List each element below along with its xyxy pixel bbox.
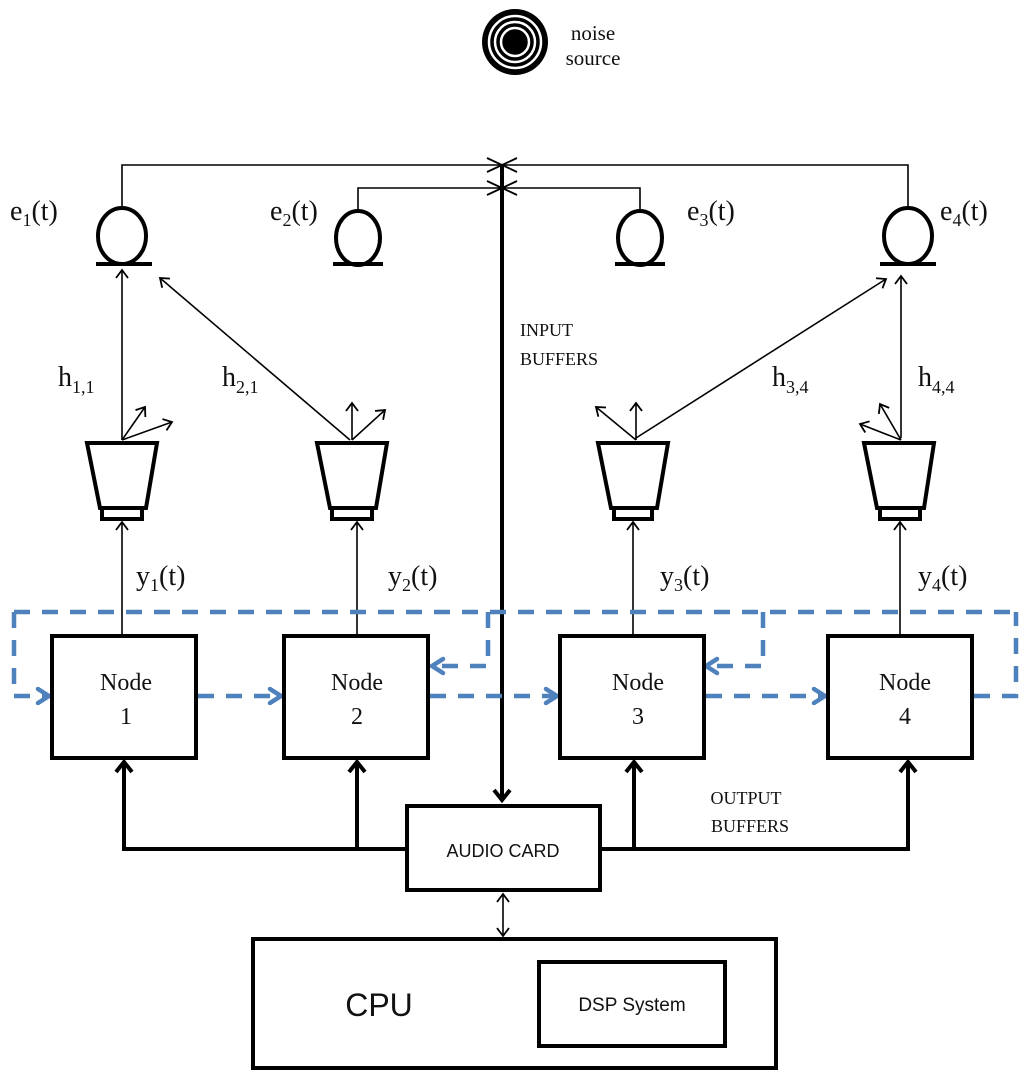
microphone-4: e4(t)	[880, 196, 988, 266]
inner-mic-wire	[357, 187, 641, 210]
mic-label-e4: e4(t)	[940, 196, 988, 230]
path-label-h44: h4,4	[918, 362, 955, 397]
microphone-icon	[882, 206, 934, 266]
loudspeaker-icon	[314, 441, 390, 521]
output-to-node-3	[600, 758, 644, 851]
node-2-label-line1: Node	[331, 670, 383, 696]
node-4: Node 4	[826, 634, 974, 760]
node-3-label-line2: 3	[632, 704, 644, 730]
audio-card-label: AUDIO CARD	[446, 841, 559, 861]
microphone-icon	[96, 206, 148, 266]
audio-card: AUDIO CARD	[405, 804, 602, 892]
microphone-2: e2(t)	[270, 196, 383, 267]
speaker-drive-lines	[121, 596, 901, 636]
output-buffers-label-line1: OUTPUT	[711, 788, 782, 808]
signal-label-y3: y3(t)	[660, 561, 709, 595]
path-label-h34: h3,4	[772, 362, 809, 397]
loudspeaker-1	[84, 405, 174, 596]
node-3-label-line1: Node	[612, 670, 664, 696]
outer-mic-wire	[121, 164, 909, 208]
signal-label-y4: y4(t)	[918, 561, 967, 595]
mic-wiring	[121, 157, 909, 210]
microphone-1: e1(t)	[10, 196, 152, 266]
link-loop-into-node-2	[434, 612, 491, 669]
microphone-icon	[616, 209, 664, 267]
cpu-label: CPU	[345, 987, 413, 1023]
output-buffers-label-line2: BUFFERS	[711, 816, 789, 836]
acoustic-paths: h1,1 h2,1 h3,4 h4,4	[58, 268, 955, 441]
link-to-node-1	[11, 612, 48, 699]
microphone-3: e3(t)	[615, 196, 735, 267]
output-to-node-4	[634, 758, 918, 851]
signal-label-y2: y2(t)	[388, 561, 437, 595]
node-4-label-line2: 4	[899, 704, 911, 730]
dsp-system-label: DSP System	[578, 995, 685, 1016]
noise-source-label-line1: noise	[571, 21, 615, 45]
path-h21-line	[158, 277, 351, 441]
loudspeaker-2	[314, 401, 390, 596]
input-buffers-label-line1: INPUT	[520, 320, 573, 340]
signal-label-y1: y1(t)	[136, 561, 185, 595]
path-label-h21: h2,1	[222, 362, 259, 397]
link-loop-into-node-3	[708, 612, 766, 669]
node-1-label-line2: 1	[120, 704, 132, 730]
cpu-box: CPU DSP System	[251, 937, 778, 1070]
output-to-node-1	[114, 758, 407, 851]
mic-label-e2: e2(t)	[270, 196, 318, 230]
loudspeaker-icon	[595, 441, 671, 521]
dsp-system-box: DSP System	[537, 960, 727, 1048]
noise-source: noise source	[482, 9, 620, 75]
input-buffers-label-line2: BUFFERS	[520, 349, 598, 369]
concentric-circles-icon	[482, 9, 548, 75]
link-node-4-out	[974, 612, 1019, 699]
node-4-label-line1: Node	[879, 670, 931, 696]
node-1: Node 1	[50, 634, 198, 760]
node-2: Node 2	[282, 634, 430, 760]
node-3: Node 3	[558, 634, 706, 760]
noise-source-label-line2: source	[566, 46, 621, 70]
loudspeaker-icon	[861, 441, 937, 521]
microphone-icon	[334, 209, 382, 267]
output-buffer-lines	[114, 758, 918, 851]
mic-label-e1: e1(t)	[10, 196, 58, 230]
output-signal-labels: y1(t) y2(t) y3(t) y4(t)	[136, 561, 967, 595]
node-2-label-line2: 2	[351, 704, 363, 730]
node-1-label-line1: Node	[100, 670, 152, 696]
loudspeaker-icon	[84, 441, 160, 521]
path-label-h11: h1,1	[58, 362, 95, 397]
mic-label-e3: e3(t)	[687, 196, 735, 230]
path-h34-line	[635, 277, 888, 439]
node-network-links	[11, 609, 1019, 706]
loudspeaker-4	[858, 402, 937, 596]
loudspeaker-3	[594, 401, 671, 596]
